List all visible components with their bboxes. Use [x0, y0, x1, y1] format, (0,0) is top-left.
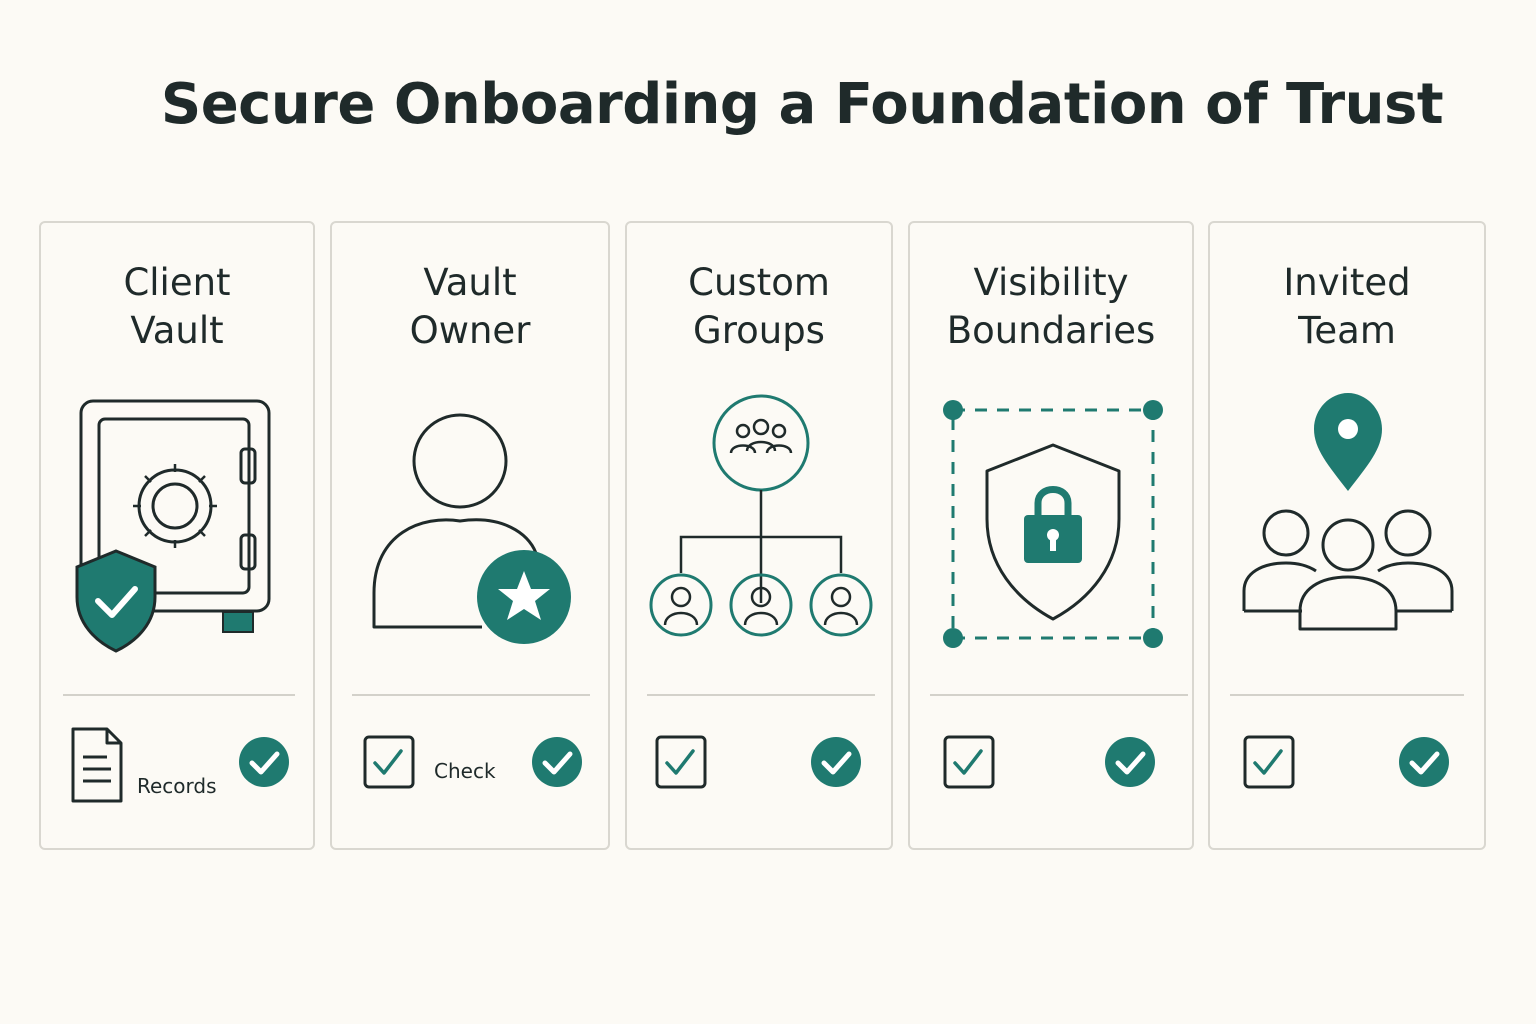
- checkbox-icon: [1243, 735, 1295, 789]
- check-circle-icon: [1399, 737, 1449, 787]
- team-location-icon: [1242, 393, 1454, 631]
- card-title: Custom Groups: [688, 261, 830, 352]
- shield-lock-icon: [943, 400, 1163, 648]
- safe-icon: [79, 399, 271, 633]
- card-title: Vault Owner: [409, 261, 531, 352]
- user-icon: [372, 413, 538, 629]
- checkbox-icon: [655, 735, 707, 789]
- card-divider: [930, 694, 1188, 696]
- card-divider: [1230, 694, 1464, 696]
- page-title: Secure Onboarding a Foundation of Trust: [160, 72, 1444, 137]
- card-title: Visibility Boundaries: [946, 261, 1156, 352]
- card-client-vault: Client Vault: [39, 221, 315, 850]
- check-circle-icon: [811, 737, 861, 787]
- records-label: Records: [137, 774, 217, 798]
- shield-check-icon: [75, 549, 157, 653]
- card-divider: [647, 694, 875, 696]
- card-title: Client Vault: [123, 261, 231, 352]
- check-circle-icon: [1105, 737, 1155, 787]
- card-visibility-boundaries: Visibility Boundaries: [908, 221, 1194, 850]
- card-invited-team: Invited Team: [1208, 221, 1486, 850]
- check-circle-icon: [239, 737, 289, 787]
- checkbox-icon: [363, 735, 415, 789]
- card-divider: [63, 694, 295, 696]
- check-circle-icon: [532, 737, 582, 787]
- check-label: Check: [434, 759, 496, 783]
- card-custom-groups: Custom Groups: [625, 221, 893, 850]
- group-hierarchy-icon: [649, 394, 873, 637]
- star-badge-icon: [477, 550, 571, 644]
- document-icon: [71, 727, 123, 803]
- card-divider: [352, 694, 590, 696]
- checkbox-icon: [943, 735, 995, 789]
- card-title: Invited Team: [1283, 261, 1411, 352]
- card-vault-owner: Vault Owner Check: [330, 221, 610, 850]
